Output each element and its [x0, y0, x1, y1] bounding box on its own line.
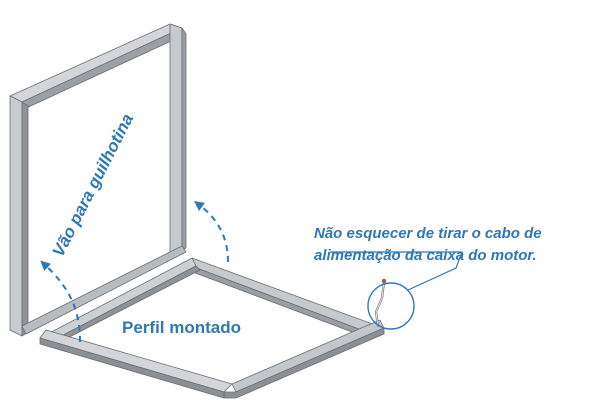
upright-top-bar-underside	[21, 27, 183, 111]
callout-leader-line	[330, 251, 463, 291]
floor-frame	[39, 257, 385, 399]
note-line-2: alimentação da caixa do motor.	[314, 247, 537, 264]
upright-frame	[9, 23, 187, 337]
floor-front-right-bar	[231, 319, 385, 393]
upright-left-post-inner	[21, 101, 29, 337]
upright-right-post-inner	[181, 27, 187, 251]
note-line-1: Não esquecer de tirar o cabo de	[314, 225, 542, 242]
upright-right-post	[169, 23, 183, 255]
upright-top-bar	[9, 23, 183, 103]
upright-left-post	[9, 95, 23, 337]
lift-arrow-right-icon	[193, 201, 229, 263]
floor-front-right-bar-side	[223, 327, 385, 399]
assembled-profile-label: Perfil montado	[122, 318, 241, 337]
floor-front-left-bar-side	[39, 337, 225, 399]
magnifier-circle-icon	[367, 282, 415, 330]
floor-front-left-bar	[39, 329, 233, 393]
cable-end-icon	[374, 278, 387, 328]
lift-arrow-left-icon	[40, 260, 81, 343]
upright-bottom-bar	[21, 245, 187, 335]
frame-opening-label: Vão para guilhotina	[49, 111, 138, 260]
